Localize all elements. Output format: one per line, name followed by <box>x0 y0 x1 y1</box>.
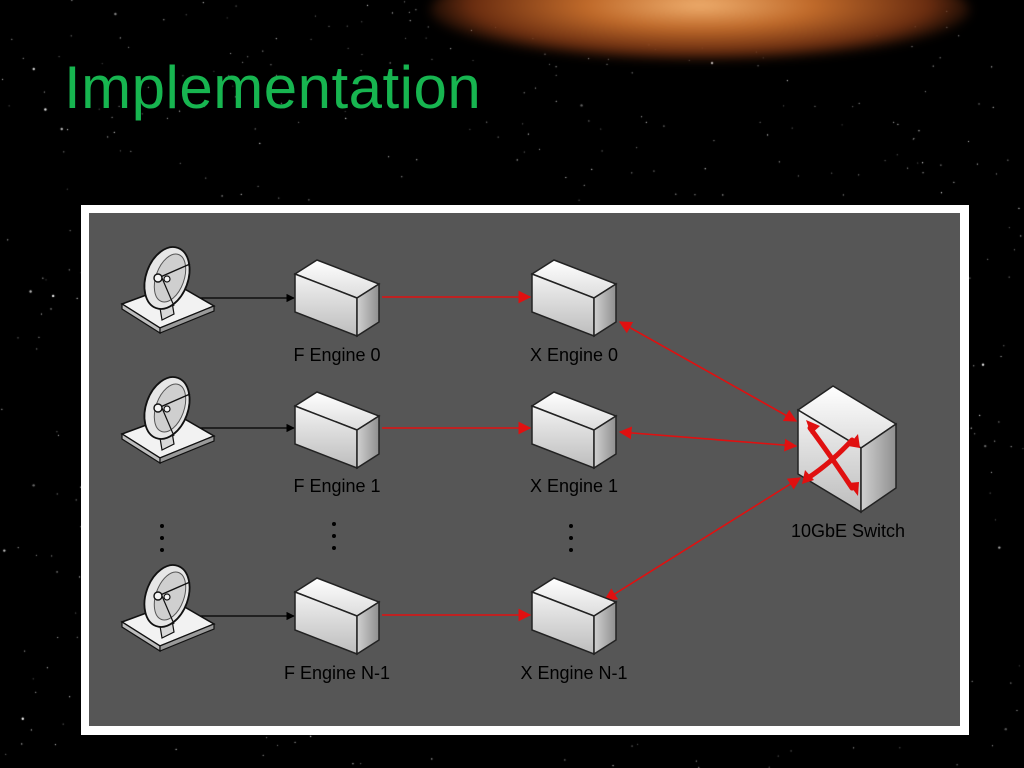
x-engine-box-0 <box>531 259 617 337</box>
antenna-dish-icon-1 <box>121 369 215 464</box>
f-engine-label-0: F Engine 0 <box>293 345 381 365</box>
diagram-panel: F Engine 0 F Engine 1 F Engine N-1 X Eng… <box>89 213 960 726</box>
f-engine-box-0 <box>294 259 380 337</box>
ellipsis-antennas <box>160 524 164 552</box>
x-engine-label-1: X Engine 1 <box>529 476 619 496</box>
antenna-dish-icon-n-1 <box>121 557 215 652</box>
slide-title: Implementation <box>64 54 482 121</box>
f-engine-box-1 <box>294 391 380 469</box>
network-diagram <box>121 239 898 655</box>
switch-link-1 <box>618 426 798 452</box>
ellipsis-x-engines <box>569 524 573 552</box>
x-engine-label-0: X Engine 0 <box>529 345 619 365</box>
switch-icon <box>796 385 898 514</box>
x-engine-box-1 <box>531 391 617 469</box>
x-engine-box-n-1 <box>531 577 617 655</box>
antenna-dish-icon-0 <box>121 239 215 334</box>
switch-label: 10GbE Switch <box>790 521 906 541</box>
f-engine-label-n-1: F Engine N-1 <box>283 663 391 683</box>
x-engine-label-n-1: X Engine N-1 <box>520 663 628 683</box>
f-engine-box-n-1 <box>294 577 380 655</box>
f-engine-label-1: F Engine 1 <box>293 476 381 496</box>
ellipsis-f-engines <box>332 522 336 550</box>
switch-link-0 <box>618 321 798 422</box>
switch-link-n-1 <box>603 477 802 601</box>
